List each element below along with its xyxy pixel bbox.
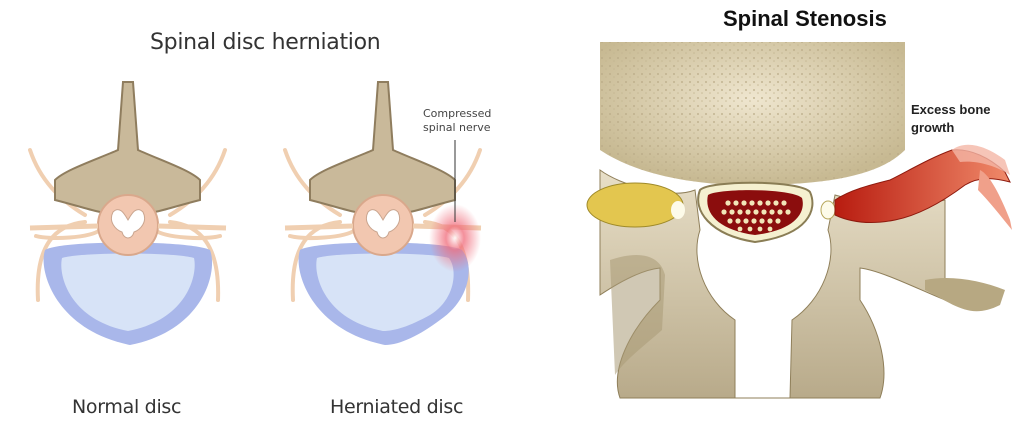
callout-line-1: Compressed <box>423 107 491 121</box>
left-nerve-root <box>587 183 683 227</box>
callout-line-2: spinal nerve <box>423 121 491 135</box>
herniation-title: Spinal disc herniation <box>150 30 380 55</box>
herniated-disc-caption: Herniated disc <box>330 396 463 418</box>
bone-callout-line-2: growth <box>911 119 991 137</box>
stenosis-panel: Spinal Stenosis Excess bone growth <box>560 0 1013 428</box>
normal-disc-caption: Normal disc <box>72 396 181 418</box>
herniation-panel: Spinal disc herniation Compressed spinal… <box>0 0 560 428</box>
bone-callout-line-1: Excess bone <box>911 101 991 119</box>
stenosis-illustration <box>560 0 1013 428</box>
herniated-vertebra <box>310 82 455 212</box>
herniation-illustration <box>0 0 560 428</box>
normal-vertebra <box>55 82 200 212</box>
normal-disc-diagram <box>30 82 226 345</box>
bone-growth-callout: Excess bone growth <box>911 101 991 137</box>
compressed-nerve-callout: Compressed spinal nerve <box>423 107 491 135</box>
stenosis-title: Spinal Stenosis <box>723 6 887 32</box>
